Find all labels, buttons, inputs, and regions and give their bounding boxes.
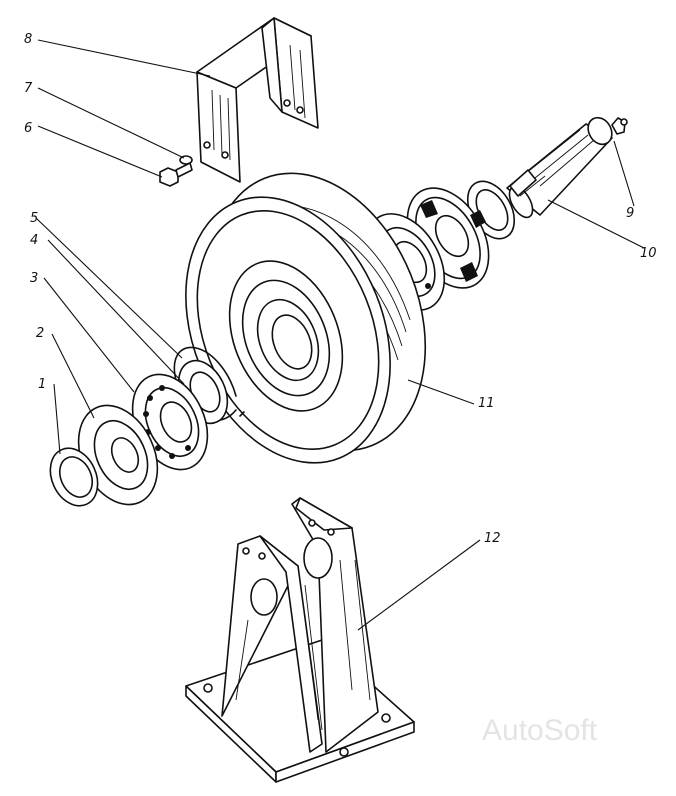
label-5: 5 xyxy=(30,211,39,226)
leader-lines xyxy=(35,39,645,631)
part-12-support-stand xyxy=(185,497,415,783)
label-3: 3 xyxy=(30,271,39,286)
part-11-pulley-wheel xyxy=(185,172,427,464)
label-2: 2 xyxy=(36,326,45,341)
label-1: 1 xyxy=(38,377,47,392)
part-10-axle xyxy=(506,116,613,219)
part-9-grease-nipple xyxy=(611,117,628,135)
label-6: 6 xyxy=(24,121,33,136)
label-8: 8 xyxy=(24,32,33,47)
part-6-bolt xyxy=(159,162,193,187)
part-8-bracket xyxy=(196,17,319,183)
label-7: 7 xyxy=(24,81,33,96)
label-11: 11 xyxy=(478,396,495,411)
watermark: AutoSoft xyxy=(482,714,598,747)
part-1-seal xyxy=(49,447,99,507)
label-10: 10 xyxy=(640,246,657,261)
label-12: 12 xyxy=(484,531,501,546)
label-9: 9 xyxy=(626,206,635,221)
label-4: 4 xyxy=(30,233,39,248)
